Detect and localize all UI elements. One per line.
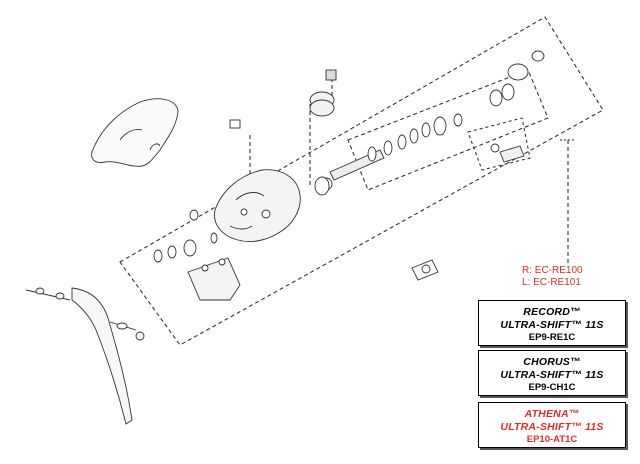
part-code-callout: R: EC-RE100 L: EC-RE101 bbox=[522, 265, 618, 289]
washer-stack bbox=[153, 113, 463, 263]
shifter-body bbox=[214, 169, 301, 243]
kit-model: ULTRA-SHIFT™ 11S bbox=[500, 421, 604, 433]
kit-model: ULTRA-SHIFT™ 11S bbox=[500, 319, 604, 331]
kit-model: ULTRA-SHIFT™ 11S bbox=[500, 369, 604, 381]
left-part-code: L: EC-RE101 bbox=[522, 277, 581, 288]
kit-box-record: RECORD™ ULTRA-SHIFT™ 11S EP9-RE1C bbox=[478, 300, 626, 346]
kit-name: ATHENA™ bbox=[524, 408, 580, 420]
spacer-part bbox=[411, 259, 439, 281]
kit-box-chorus: CHORUS™ ULTRA-SHIFT™ 11S EP9-CH1C bbox=[478, 350, 626, 396]
right-part-code: R: EC-RE100 bbox=[522, 265, 583, 276]
bolt-part bbox=[229, 119, 241, 129]
brake-lever bbox=[25, 287, 145, 425]
inner-assembly-outline bbox=[347, 69, 549, 191]
clamp-part bbox=[309, 69, 337, 117]
hood-part bbox=[91, 98, 179, 167]
kit-name: RECORD™ bbox=[523, 306, 581, 318]
kit-box-athena: ATHENA™ ULTRA-SHIFT™ 11S EP10-AT1C bbox=[478, 402, 626, 448]
kit-code: EP10-AT1C bbox=[526, 434, 578, 445]
kit-name: CHORUS™ bbox=[523, 356, 581, 368]
outer-assembly-outline bbox=[119, 16, 604, 346]
bracket-outline bbox=[467, 117, 531, 171]
kit-code: EP9-CH1C bbox=[528, 382, 576, 393]
lower-bracket bbox=[187, 257, 241, 301]
kit-code: EP9-RE1C bbox=[528, 332, 576, 343]
ratchet-parts bbox=[489, 50, 545, 163]
